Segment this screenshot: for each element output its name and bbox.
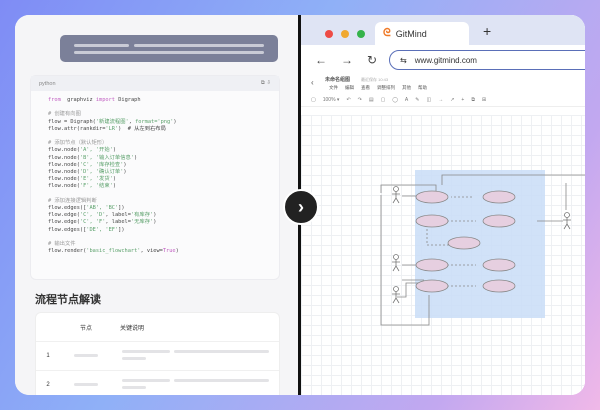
code-line xyxy=(48,234,279,241)
next-arrow-button[interactable]: › xyxy=(283,189,319,225)
actor-icon xyxy=(392,186,400,204)
browser-tab[interactable]: ᘓ GitMind xyxy=(375,22,469,45)
save-status: 最近保存 10:43 xyxy=(361,77,389,82)
use-case-diagram xyxy=(380,170,585,326)
code-block: python ⧉ ⇩ from graphviz import Digraph #… xyxy=(30,75,280,280)
use-case xyxy=(482,258,516,272)
format-icon[interactable]: ▤ xyxy=(368,96,374,103)
code-line: flow.node('F', '结束') xyxy=(48,183,117,190)
code-line xyxy=(48,191,279,198)
code-line: flow.render('basic_flowchart', view=True… xyxy=(48,248,179,255)
code-line: # 添加节点（默认矩形） xyxy=(48,140,108,147)
page-icon[interactable]: ▢ xyxy=(311,96,316,103)
waypoint-icon[interactable]: ↗ xyxy=(450,96,455,103)
menu-item[interactable]: 查看 xyxy=(361,85,370,90)
section-title: 流程节点解读 xyxy=(35,294,101,306)
code-line: # 添加连接逻辑判断 xyxy=(48,197,97,204)
menu-item[interactable]: 调整排列 xyxy=(377,85,395,90)
code-line: flow.edge('C', 'D', label='有库存') xyxy=(48,212,157,219)
code-line: flow = Digraph('新建流程图', format='png') xyxy=(48,118,177,125)
table-header: 节点 关键说明 xyxy=(36,313,279,342)
row-index: 1 xyxy=(46,353,50,359)
line-color-icon[interactable]: ✎ xyxy=(415,96,420,103)
table-row: 2 xyxy=(36,371,279,395)
actor-icon xyxy=(392,254,400,272)
header-description: 关键说明 xyxy=(120,325,145,332)
close-window-dot[interactable] xyxy=(325,30,333,38)
undo-icon[interactable]: ↶ xyxy=(346,96,351,103)
code-line: flow.edges(['DE', 'EF']) xyxy=(48,226,125,233)
use-case xyxy=(482,214,516,228)
url-text: www.gitmind.com xyxy=(414,55,477,65)
header-node: 节点 xyxy=(79,325,92,332)
use-case xyxy=(415,214,449,228)
duplicate-icon[interactable]: ⧉ xyxy=(471,96,475,103)
menu-item[interactable]: 帮助 xyxy=(418,85,427,90)
shape-icon[interactable]: ▢ xyxy=(380,96,386,103)
table-row: 1 xyxy=(36,342,279,371)
menu-item[interactable]: 其他 xyxy=(402,85,411,90)
code-line: flow.edge('C', 'F', label='无库存') xyxy=(48,219,157,226)
copy-icon[interactable]: ⧉ xyxy=(260,80,265,86)
comparison-card: python ⧉ ⇩ from graphviz import Digraph #… xyxy=(15,15,585,395)
new-tab-button[interactable]: + xyxy=(483,23,492,39)
back-icon[interactable]: ← xyxy=(315,53,327,67)
minimize-window-dot[interactable] xyxy=(341,30,349,38)
text-color-icon[interactable]: A xyxy=(404,96,409,103)
insert-icon[interactable]: + xyxy=(461,96,465,103)
code-line: # 创建有向图 xyxy=(48,111,81,118)
site-settings-icon[interactable]: ⇆ xyxy=(400,55,407,65)
code-line xyxy=(48,104,279,111)
reload-icon[interactable]: ↻ xyxy=(367,53,378,67)
tab-title: GitMind xyxy=(395,28,427,39)
node-table: 节点 关键说明 1 2 xyxy=(35,312,280,395)
use-case xyxy=(482,190,516,204)
chevron-right-icon: › xyxy=(298,196,304,217)
connector-icon[interactable]: → xyxy=(438,96,444,103)
code-line: flow.node('A', '开始') xyxy=(48,147,117,154)
diagram-canvas[interactable] xyxy=(301,115,585,395)
code-line: # 输出文件 xyxy=(48,241,76,248)
code-line: flow.attr(rankdir='LR') # 从左到右布局 xyxy=(48,125,166,132)
table-icon[interactable]: ⊞ xyxy=(481,96,487,103)
ellipse-icon[interactable]: ◯ xyxy=(392,96,398,103)
code-line: flow.node('D', '确认订单') xyxy=(48,169,127,176)
actor-icon xyxy=(392,286,400,304)
menu-item[interactable]: 编辑 xyxy=(345,85,354,90)
chat-panel: python ⧉ ⇩ from graphviz import Digraph #… xyxy=(15,15,298,395)
use-case xyxy=(415,258,449,272)
use-case xyxy=(447,236,481,250)
redo-icon[interactable]: ↷ xyxy=(357,96,362,103)
editor-toolbar: ▢ 100% ▾ ↶ ↷ ▤ ▢ ◯ A ✎ ◫ → ↗ + ⧉ ⊞ xyxy=(301,93,585,107)
row-index: 2 xyxy=(46,382,50,388)
code-language: python xyxy=(39,80,56,87)
zoom-select[interactable]: 100% ▾ xyxy=(322,96,340,103)
back-chevron-icon[interactable]: ‹ xyxy=(311,78,314,87)
use-case xyxy=(415,279,449,293)
code-line: flow.edges(['AB', 'BC']) xyxy=(48,205,125,212)
menu-bar: 文件 编辑 查看 调整排列 其他 帮助 xyxy=(329,85,427,91)
code-line: flow.node('C', '库存检查') xyxy=(48,161,127,168)
use-case xyxy=(415,190,449,204)
doc-title[interactable]: 未命名组图 xyxy=(325,77,351,83)
maximize-window-dot[interactable] xyxy=(357,30,365,38)
forward-icon[interactable]: → xyxy=(341,53,353,67)
code-line: from graphviz import Digraph xyxy=(48,97,141,103)
address-bar[interactable]: ⇆ www.gitmind.com xyxy=(389,50,585,70)
code-line: flow.node('B', '输入订单信息') xyxy=(48,154,138,161)
fill-icon[interactable]: ◫ xyxy=(426,96,432,103)
actor-icon xyxy=(563,212,571,230)
menu-item[interactable]: 文件 xyxy=(329,85,338,90)
download-icon[interactable]: ⇩ xyxy=(266,80,271,86)
use-case xyxy=(482,279,516,293)
code-line: flow.node('E', '发货') xyxy=(48,176,117,183)
user-message-bubble xyxy=(60,35,278,62)
gitmind-logo-icon: ᘓ xyxy=(383,27,391,39)
